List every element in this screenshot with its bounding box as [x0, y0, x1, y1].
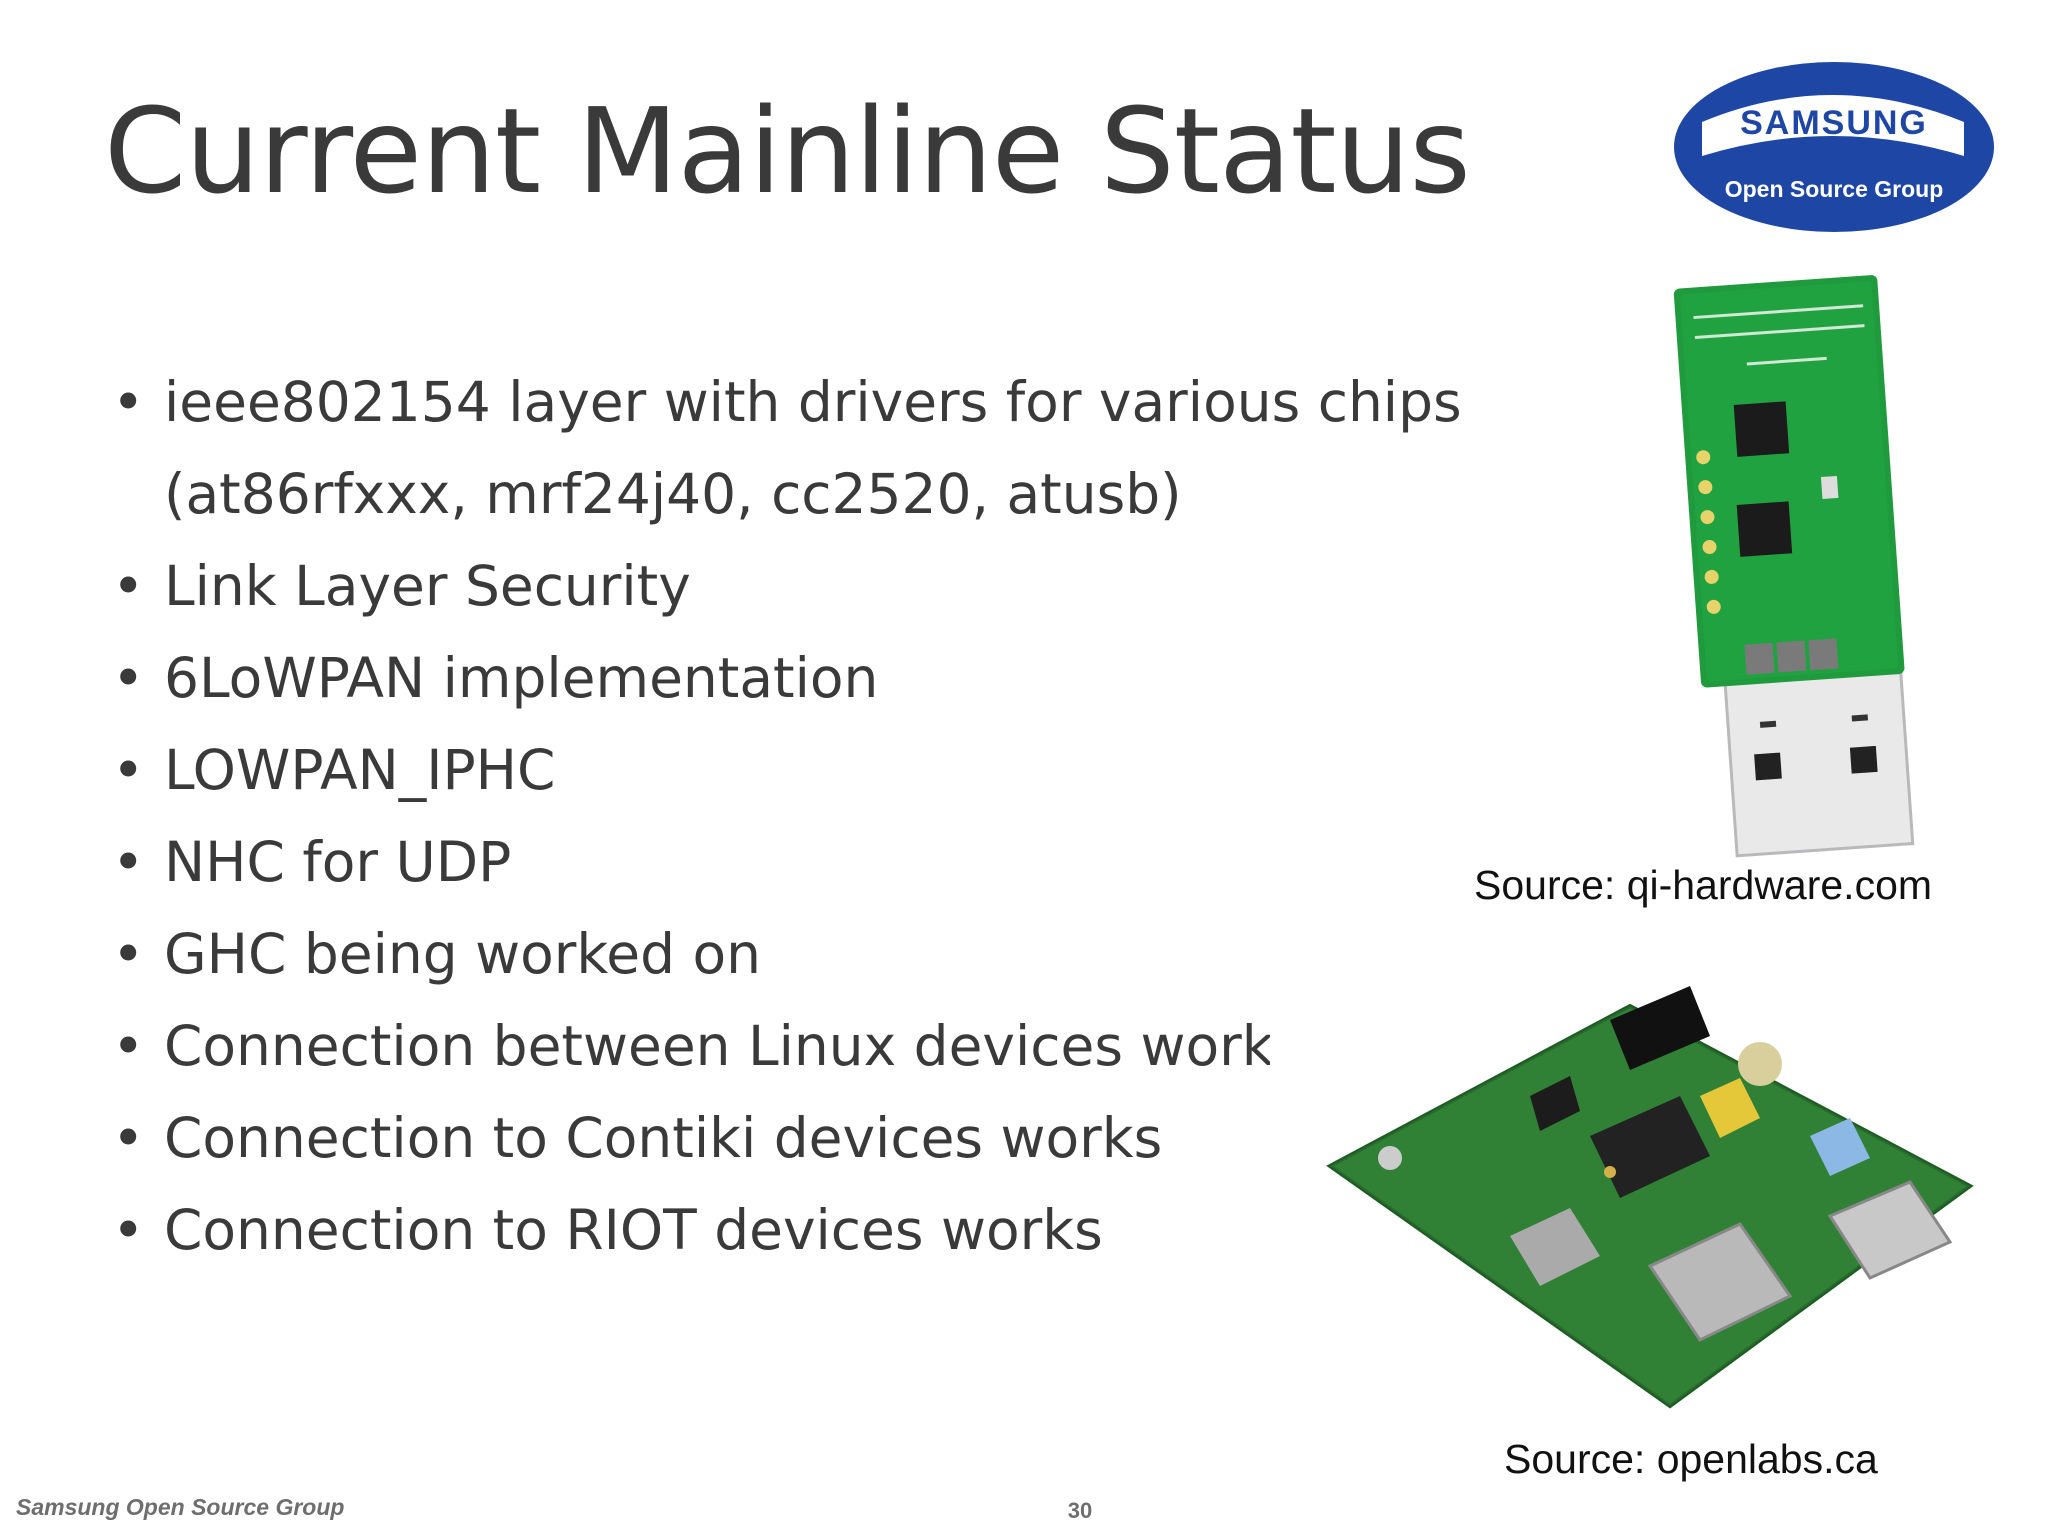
- bullet-item: Connection to Contiki devices works: [112, 1092, 1462, 1184]
- page-number: 30: [1067, 1498, 1093, 1523]
- bullet-item: LOWPAN_IPHC: [112, 724, 1462, 816]
- bullet-item: Link Layer Security: [112, 540, 1462, 632]
- image-caption: Source: qi-hardware.com: [1474, 862, 1933, 908]
- bullet-list: ieee802154 layer with drivers for variou…: [112, 356, 1462, 1276]
- raspberry-pi-board-photo: [1270, 946, 1974, 1446]
- atusb-dongle-photo: [1640, 250, 1980, 860]
- bullet-text: 6LoWPAN implementation: [164, 646, 879, 710]
- bullet-item: NHC for UDP: [112, 816, 1462, 908]
- bullet-text: Link Layer Security: [164, 554, 691, 618]
- footer-org: Samsung Open Source Group: [16, 1494, 345, 1520]
- slide-title: Current Mainline Status: [104, 82, 1471, 220]
- bullet-text: Connection between Linux devices works: [164, 1014, 1303, 1078]
- bullet-text: Connection to Contiki devices works: [164, 1106, 1163, 1170]
- logo-subtitle: Open Source Group: [1724, 176, 1944, 202]
- bullet-item: ieee802154 layer with drivers for variou…: [112, 356, 1462, 540]
- bullet-item: 6LoWPAN implementation: [112, 632, 1462, 724]
- bullet-text-continued: (at86rfxxx, mrf24j40, cc2520, atusb): [164, 462, 1182, 526]
- bullet-text: NHC for UDP: [164, 830, 512, 894]
- image-caption: Source: openlabs.ca: [1504, 1436, 1878, 1482]
- bullet-text: LOWPAN_IPHC: [164, 738, 556, 802]
- bullet-item: Connection to RIOT devices works: [112, 1184, 1462, 1276]
- bullet-text: ieee802154 layer with drivers for variou…: [164, 370, 1462, 434]
- samsung-logo: SAMSUNG Open Source Group: [1672, 60, 1996, 234]
- bullet-text: Connection to RIOT devices works: [164, 1198, 1103, 1262]
- bullet-item: GHC being worked on: [112, 908, 1462, 1000]
- bullet-item: Connection between Linux devices works: [112, 1000, 1462, 1092]
- bullet-text: GHC being worked on: [164, 922, 762, 986]
- logo-brand: SAMSUNG: [1740, 104, 1928, 142]
